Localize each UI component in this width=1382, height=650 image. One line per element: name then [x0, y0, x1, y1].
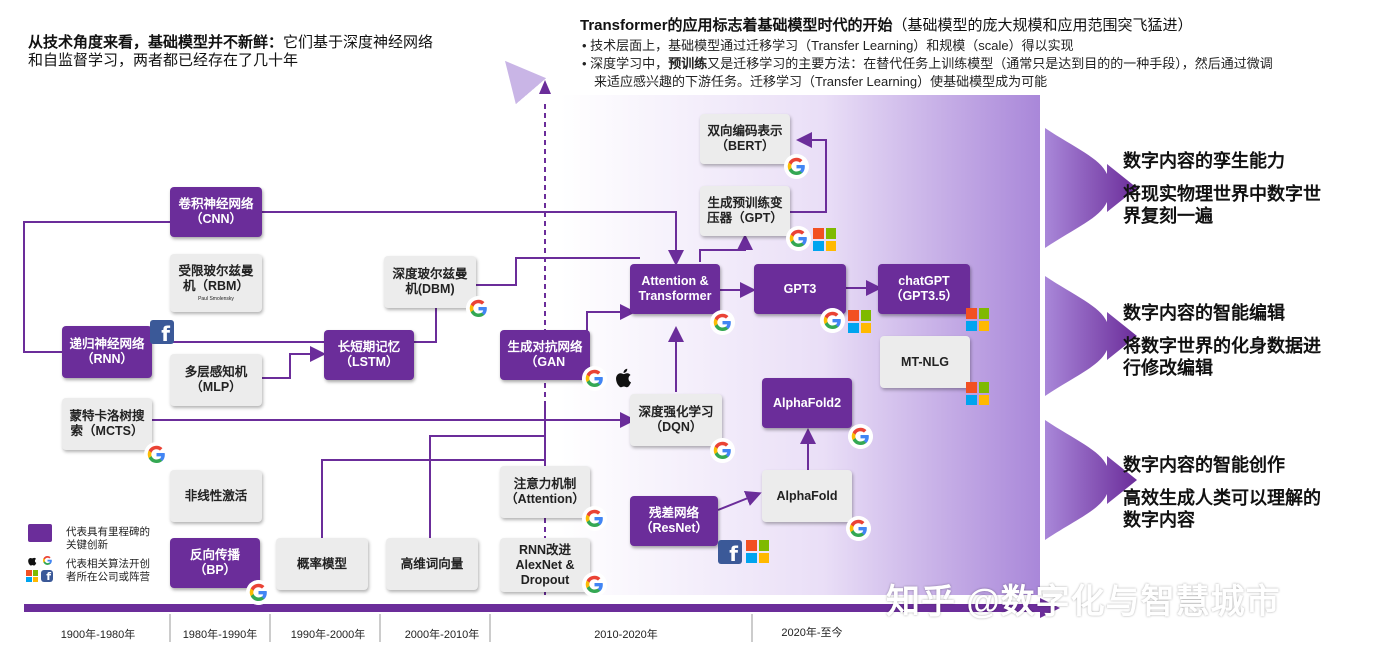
timeline-label: 1980年-1990年	[182, 629, 258, 641]
word-vector-box: 高维词向量	[386, 538, 478, 590]
left-header-line2: 和自监督学习，两者都已经存在了几十年	[28, 52, 299, 69]
dbm-box: 深度玻尔兹曼 机(DBM)	[384, 256, 476, 308]
google-icon	[846, 516, 871, 541]
attention-transformer-box: Attention & Transformer	[630, 264, 720, 314]
gpt3-box: GPT3	[754, 264, 846, 314]
google-icon	[784, 154, 809, 179]
alphafold-box: AlphaFold	[762, 470, 852, 522]
google-icon	[144, 442, 169, 467]
left-header-bold: 从技术角度来看，基础模型并不新鲜：	[28, 34, 284, 51]
right-desc-1: 将现实物理世界中数字世 界复刻一遍	[1123, 184, 1321, 226]
chevron-arrow-3	[1045, 420, 1137, 540]
right-desc-2: 将数字世界的化身数据进 行修改编辑	[1123, 336, 1321, 378]
right-title-2: 数字内容的智能编辑	[1123, 303, 1285, 323]
google-icon	[41, 554, 54, 567]
dqn-box: 深度强化学习 （DQN）	[630, 394, 722, 446]
bullet-2: • 深度学习中，预训练又是迁移学习的主要方法：在替代任务上训练模型（通常只是达到…	[582, 56, 1273, 71]
microsoft-icon	[966, 308, 989, 331]
right-title-1: 数字内容的孪生能力	[1123, 151, 1285, 171]
right-header-title: Transformer的应用标志着基础模型时代的开始（基础模型的庞大规模和应用范…	[580, 16, 1193, 35]
attention-mechanism-box: 注意力机制 （Attention）	[500, 466, 590, 518]
legend-company-icons: f	[26, 554, 56, 584]
right-header-bold: Transformer的应用标志着基础模型时代的开始	[580, 17, 893, 34]
google-icon	[246, 580, 271, 605]
chevron-arrow-2	[1045, 276, 1137, 396]
gpt-box: 生成预训练变 压器（GPT）	[700, 186, 790, 236]
timeline-label: 2000年-2010年	[404, 629, 480, 641]
probability-model-box: 概率模型	[276, 538, 368, 590]
right-desc-3: 高效生成人类可以理解的 数字内容	[1123, 488, 1321, 530]
bullet-3-text: 来适应感兴趣的下游任务。迁移学习（Transfer Learning）使基础模型…	[594, 74, 1048, 89]
microsoft-icon	[848, 310, 871, 333]
timeline-label: 2010-2020年	[594, 629, 658, 641]
mlp-box: 多层感知机 （MLP）	[170, 354, 262, 406]
apple-icon	[28, 557, 37, 566]
left-header-rest: 它们基于深度神经网络	[283, 34, 434, 51]
alphafold2-box: AlphaFold2	[762, 378, 852, 428]
right-title-3: 数字内容的智能创作	[1123, 455, 1285, 475]
legend-company-text: 代表相关算法开创 者所在公司或阵营	[66, 558, 150, 583]
rbm-box: 受限玻尔兹曼 机（RBM） Paul Smolensky	[170, 254, 262, 312]
bullet-2-pre: 深度学习中，	[590, 56, 669, 71]
bert-box: 双向编码表示 （BERT）	[700, 114, 790, 164]
legend-milestone-swatch	[28, 524, 52, 542]
timeline-label: 1990年-2000年	[290, 629, 366, 641]
bp-box: 反向传播（BP）	[170, 538, 260, 588]
right-header-bullets: • 技术层面上，基础模型通过迁移学习（Transfer Learning）和规模…	[582, 37, 1273, 91]
apple-icon	[616, 368, 631, 388]
right-header-rest: （基础模型的庞大规模和应用范围突飞猛进）	[892, 17, 1193, 34]
mcts-box: 蒙特卡洛树搜 索（MCTS）	[62, 398, 152, 450]
bullet-2-rest: 又是迁移学习的主要方法：在替代任务上训练模型（通常只是达到目的的一种手段），然后…	[707, 56, 1273, 71]
google-icon	[582, 572, 607, 597]
legend-milestone-text: 代表具有里程碑的 关键创新	[66, 526, 150, 551]
google-icon	[820, 308, 845, 333]
facebook-icon: f	[41, 570, 53, 583]
mtnlg-box: MT-NLG	[880, 336, 970, 388]
microsoft-icon	[813, 228, 836, 251]
watermark-text: 知乎 @数字化与智慧城市	[886, 583, 1281, 621]
timeline-label: 1900年-1980年	[60, 629, 136, 641]
bullet-2-bold: 预训练	[668, 56, 708, 71]
facebook-icon: f	[718, 540, 742, 566]
facebook-icon: f	[150, 320, 174, 346]
microsoft-icon	[26, 570, 38, 582]
microsoft-icon	[966, 382, 989, 405]
left-header: 从技术角度来看，基础模型并不新鲜：它们基于深度神经网络 和自监督学习，两者都已经…	[28, 34, 433, 70]
google-icon	[466, 296, 491, 321]
rbm-sub: Paul Smolensky	[198, 295, 234, 302]
google-icon	[786, 226, 811, 251]
google-icon	[710, 310, 735, 335]
rbm-label: 受限玻尔兹曼 机（RBM）	[178, 263, 254, 293]
rnn-box: 递归神经网络 （RNN）	[62, 326, 152, 378]
google-icon	[582, 366, 607, 391]
resnet-box: 残差网络 （ResNet）	[630, 496, 718, 546]
gan-box: 生成对抗网络 （GAN	[500, 330, 590, 380]
google-icon	[582, 506, 607, 531]
microsoft-icon	[746, 540, 769, 563]
bullet-1: • 技术层面上，基础模型通过迁移学习（Transfer Learning）和规模…	[582, 38, 1074, 53]
lstm-box: 长短期记忆 （LSTM）	[324, 330, 414, 380]
chatgpt-box: chatGPT （GPT3.5）	[878, 264, 970, 314]
cnn-box: 卷积神经网络 （CNN）	[170, 187, 262, 237]
rnn-improve-box: RNN改进 AlexNet & Dropout	[500, 538, 590, 592]
google-icon	[848, 424, 873, 449]
timeline-label: 2020年-至今	[781, 627, 843, 639]
bullet-1-text: 技术层面上，基础模型通过迁移学习（Transfer Learning）和规模（s…	[590, 38, 1074, 53]
google-icon	[710, 438, 735, 463]
nonlinear-box: 非线性激活	[170, 470, 262, 522]
chevron-arrow-1	[1045, 128, 1137, 248]
